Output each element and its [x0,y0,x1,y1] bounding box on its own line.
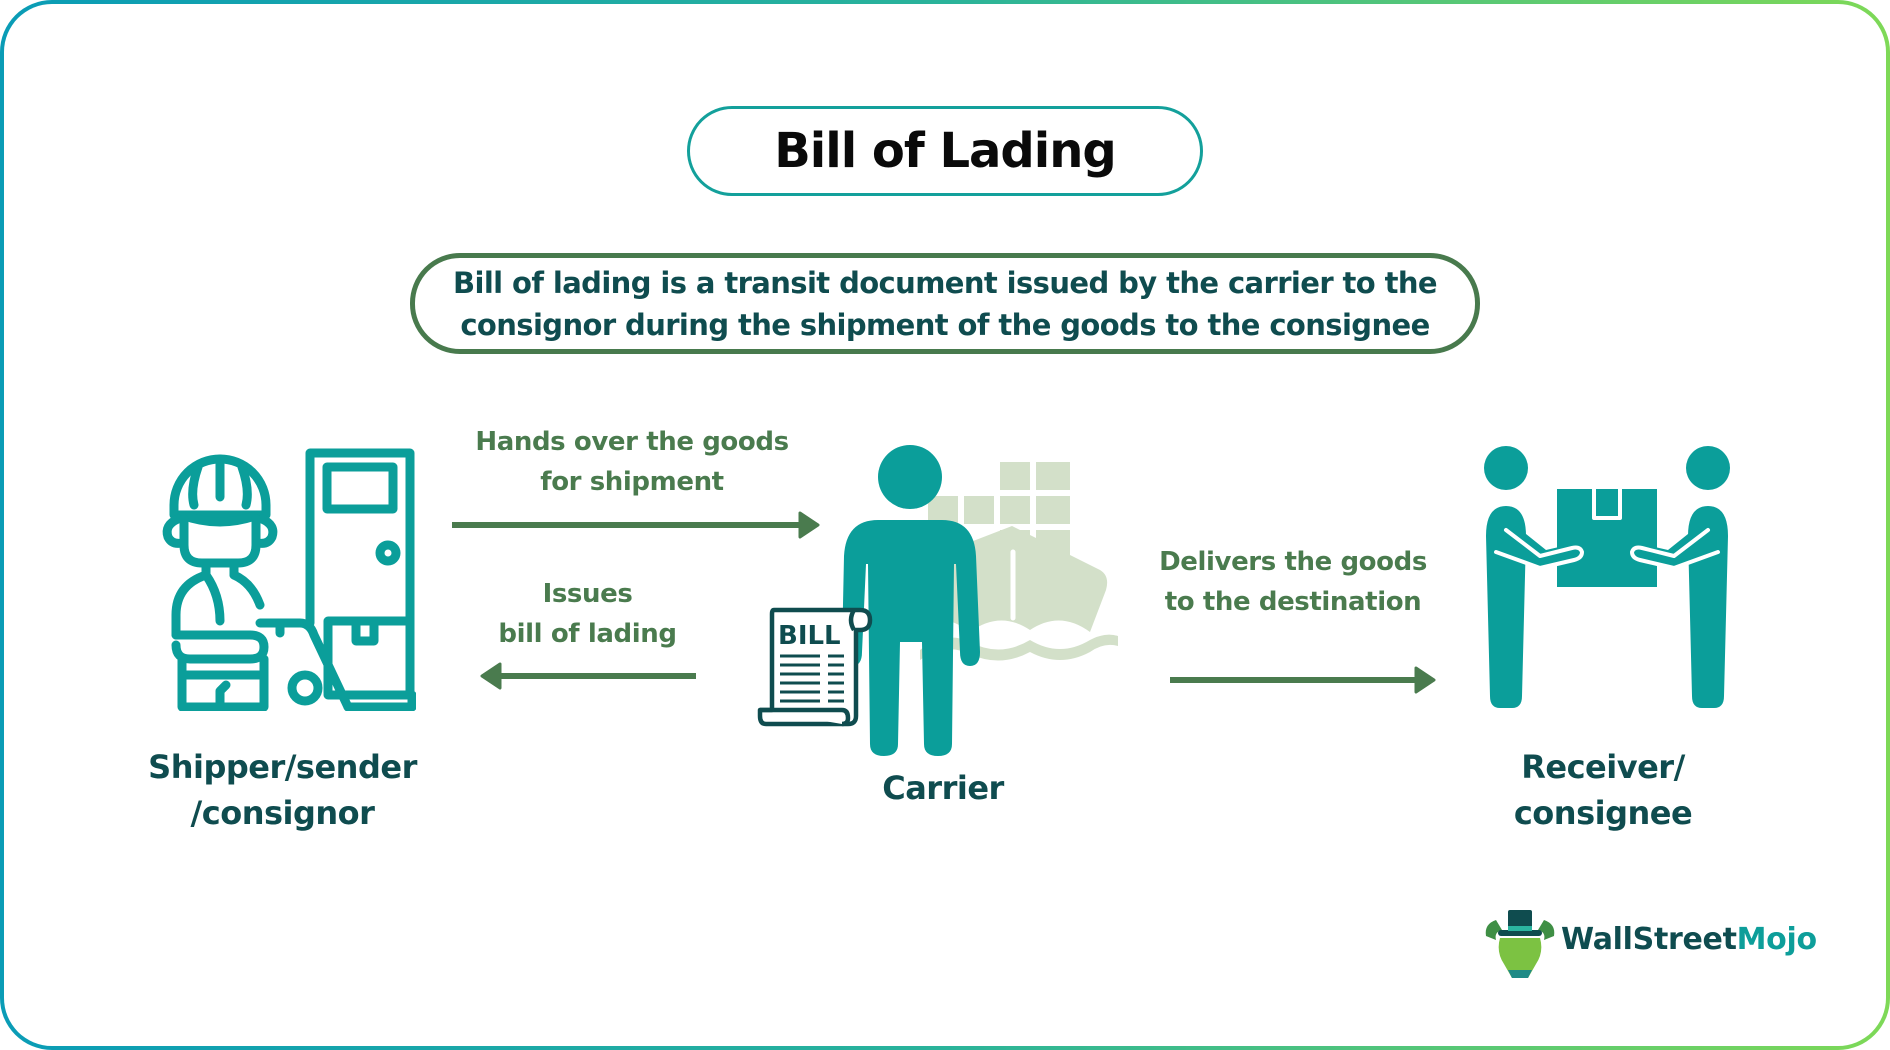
definition-line-1: Bill of lading is a transit document iss… [453,265,1438,300]
hands-over-text: Hands over the goods for shipment [452,422,812,502]
definition-box: Bill of lading is a transit document iss… [410,253,1480,354]
delivers-line-1: Delivers the goods [1159,547,1427,577]
arrow-right-icon [452,511,820,539]
delivers-line-2: to the destination [1164,587,1422,617]
issues-line-2: bill of lading [498,619,677,649]
wallstreetmojo-logo-text: WallStreetMojo [1561,922,1817,957]
logo-text-part-1: WallStreet [1561,922,1737,957]
receiver-label-line-2: consignee [1513,794,1693,832]
receiver-label-line-1: Receiver/ [1521,748,1685,786]
arrow-left-icon [480,662,696,690]
receiver-label: Receiver/ consignee [1470,744,1736,836]
wallstreetmojo-logo-icon [1485,910,1555,978]
issues-text: Issues bill of lading [460,574,715,654]
handtruck-wheel-icon [287,670,323,706]
bill-label: BILL [778,621,841,651]
worker-with-handtruck-icon [162,448,416,711]
shipper-label-line-2: /consignor [190,794,375,832]
bill-document-icon: BILL [757,607,873,727]
delivers-text: Delivers the goods to the destination [1138,542,1448,622]
hands-over-line-1: Hands over the goods [475,427,789,457]
hands-over-line-2: for shipment [540,467,724,497]
issues-line-1: Issues [542,579,633,609]
logo-text-part-2: Mojo [1736,922,1817,957]
page-title: Bill of Lading [774,123,1117,179]
carrier-label: Carrier [840,765,1046,811]
carrier-label-line-1: Carrier [882,769,1004,807]
shipper-label: Shipper/sender /consignor [120,744,445,836]
arrow-right-icon [1170,666,1436,694]
carrier-person-icon [842,445,980,756]
people-handing-box-icon [1484,446,1730,708]
title-pill: Bill of Lading [687,106,1203,196]
definition-line-2: consignor during the shipment of the goo… [460,307,1430,342]
shipper-label-line-1: Shipper/sender [148,748,417,786]
